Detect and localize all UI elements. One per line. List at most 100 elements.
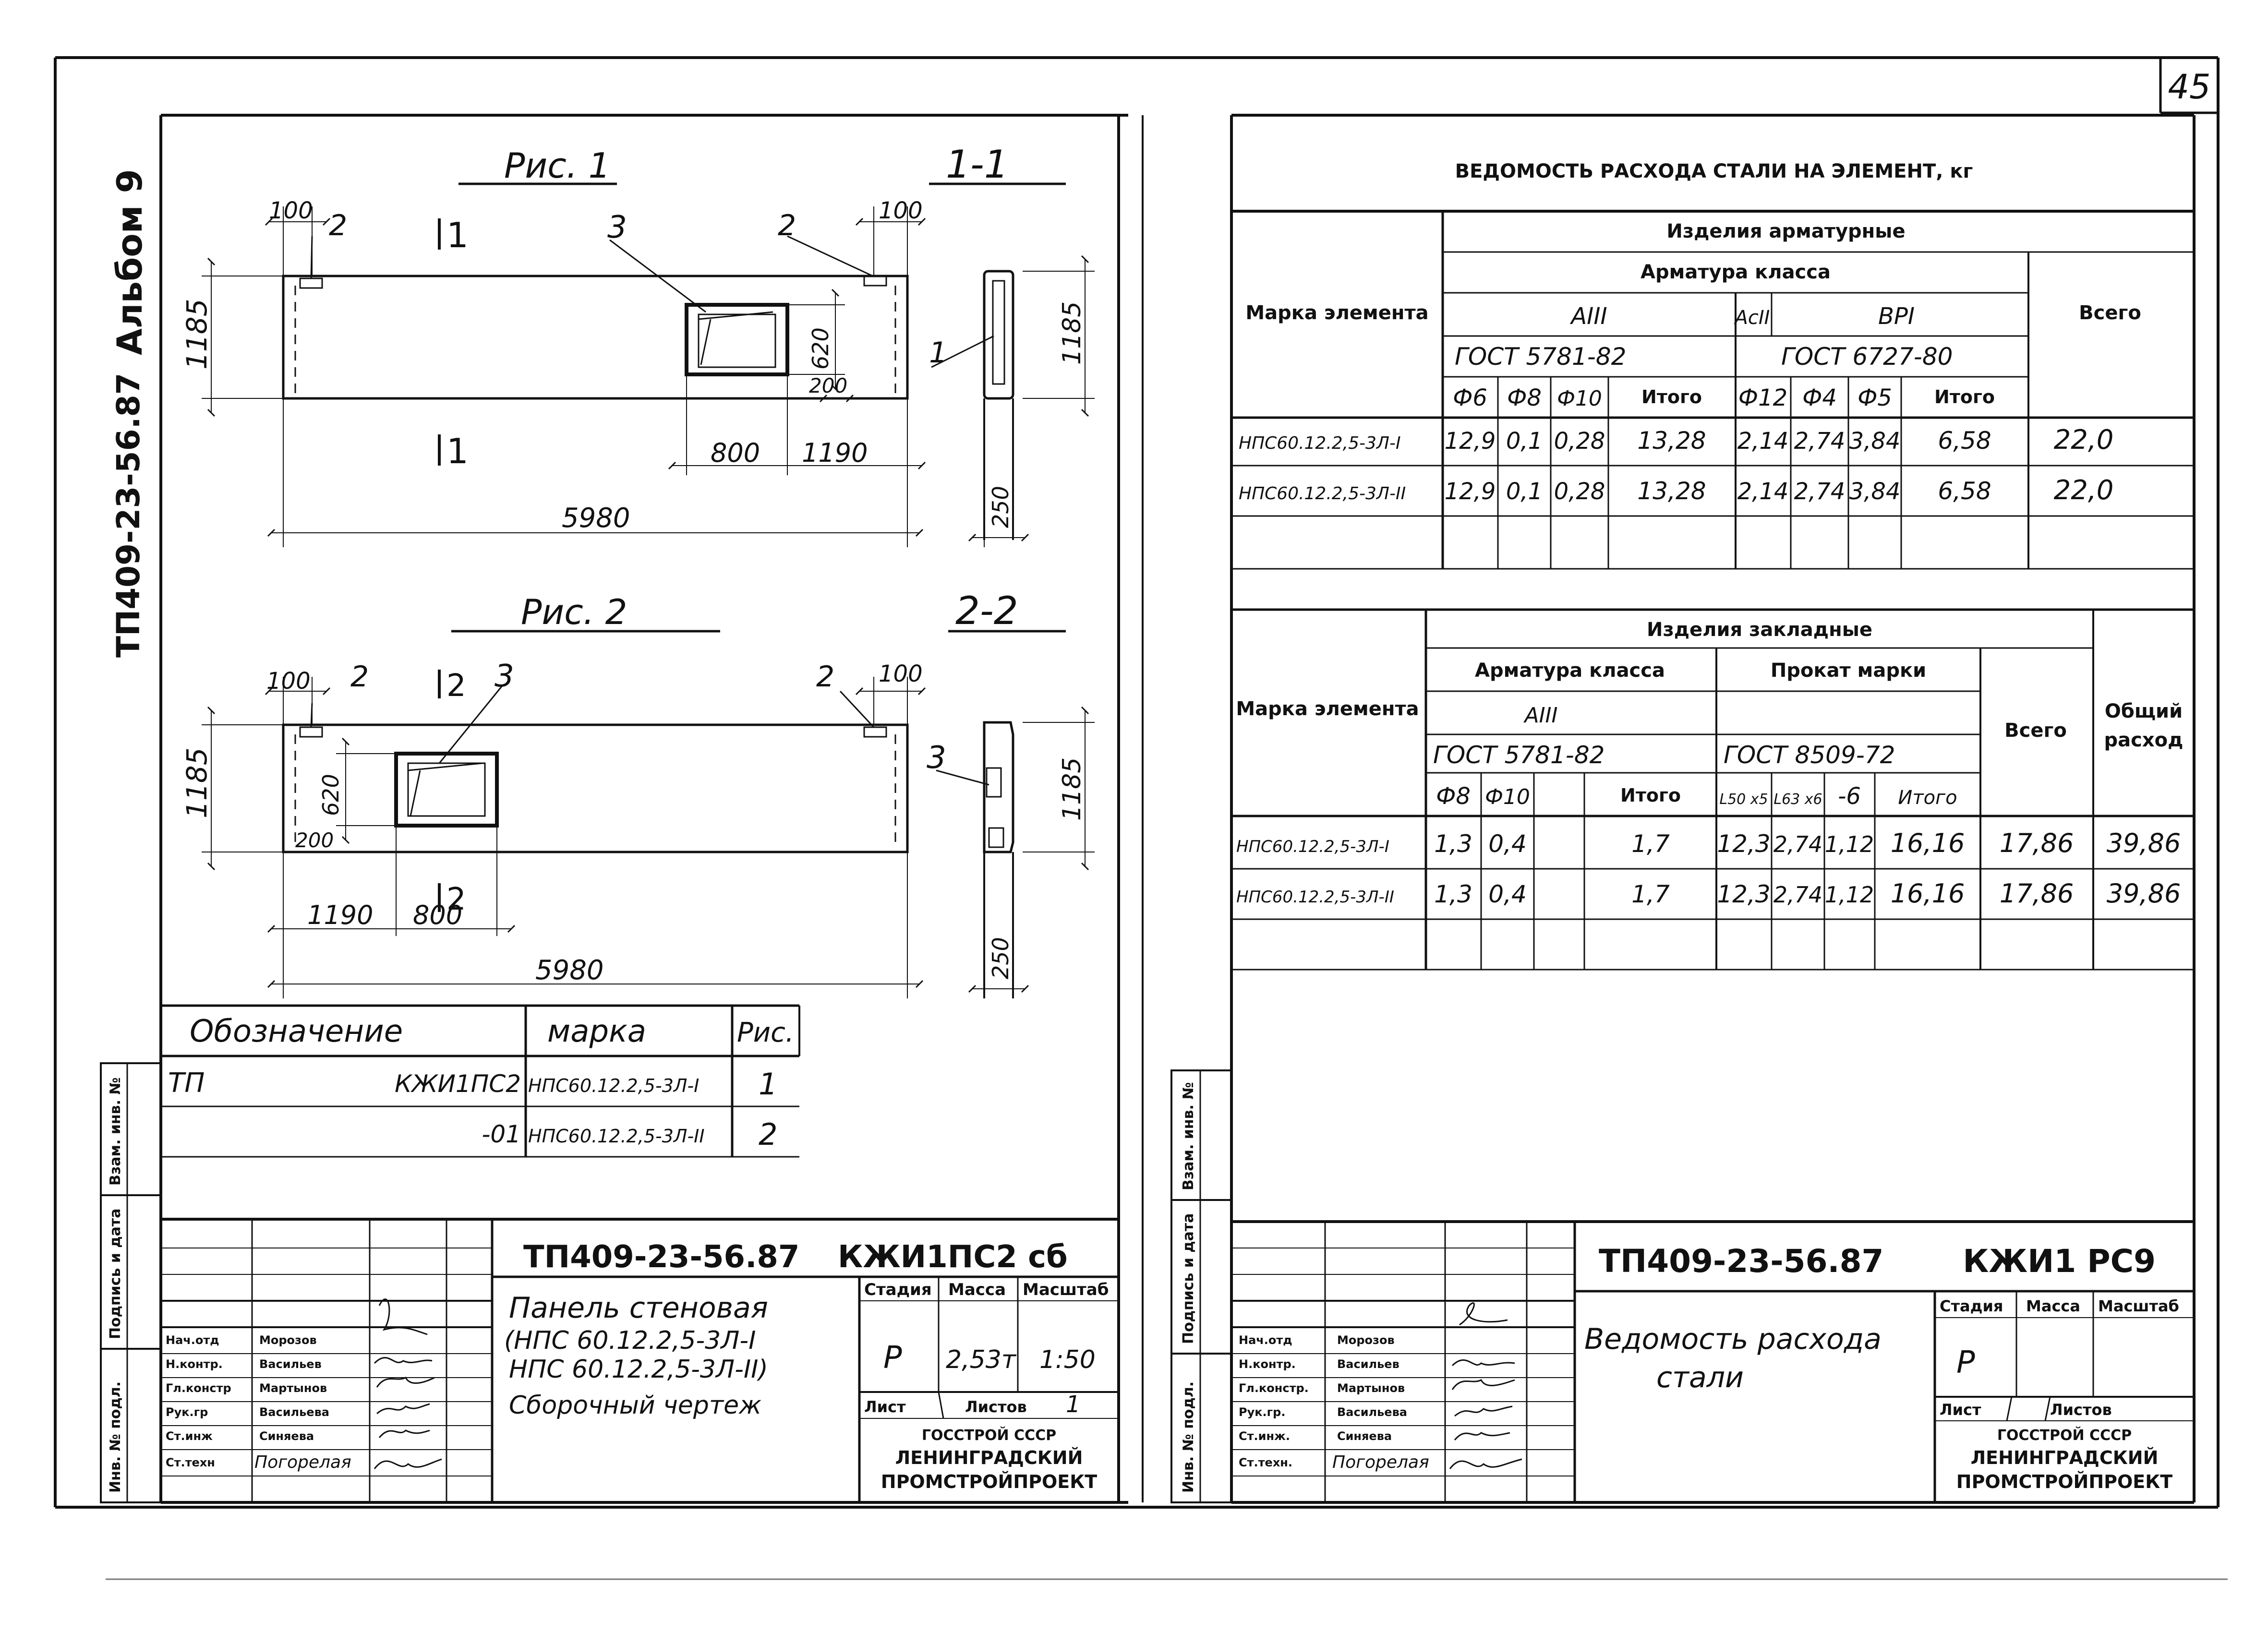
t1-row-2-v5: 2,14	[1737, 478, 1789, 505]
left-sheets-value: 1	[1066, 1391, 1081, 1418]
section-2-2-title: 2-2	[955, 588, 1018, 633]
right-role-2: Н.контр.	[1239, 1357, 1296, 1371]
right-title-text: ТП409-23-56.87 КЖИ1 РС9 Ведомость расход…	[1239, 1243, 2179, 1492]
left-sheet-label: Лист	[864, 1398, 906, 1416]
leader-3: 3	[607, 210, 627, 245]
right-code: ТП409-23-56.87	[1599, 1243, 1883, 1280]
leader-3-2: 3	[495, 659, 514, 694]
figure-1-title: Рис. 1	[504, 145, 610, 186]
dim-250-2: 250	[988, 937, 1013, 979]
t2-row-2-v7: 1,12	[1825, 882, 1874, 908]
t2-row-2-v2: 0,4	[1488, 880, 1527, 908]
t1-total-header: Всего	[2079, 302, 2141, 324]
section-mark-2-top: 2	[446, 668, 466, 704]
left-title-block	[161, 1218, 1119, 1502]
t1-mark: Марка элемента	[1245, 302, 1428, 324]
table-embedded-text: Изделия закладные Арматура класса Прокат…	[1236, 619, 2183, 909]
dim-620-2: 620	[318, 774, 344, 816]
t2-prokat: Прокат марки	[1771, 660, 1926, 682]
t1-row-1-v7: 3,84	[1849, 428, 1901, 455]
left-title-text: ТП409-23-56.87 КЖИ1ПС2 сб Панель стенова…	[166, 1239, 1109, 1492]
t2-row-2-overall: 39,86	[2107, 878, 2181, 909]
dim-100-right-2: 100	[879, 660, 923, 687]
dim-620: 620	[808, 327, 833, 370]
dim-100-right: 100	[879, 197, 923, 224]
t1-row-1-v6: 2,74	[1794, 428, 1846, 455]
left-name-r3: Мартынов	[259, 1381, 327, 1395]
dim-200: 200	[809, 374, 847, 397]
t1-col-6: Ф4	[1802, 384, 1837, 411]
t1-class: Арматура класса	[1641, 261, 1831, 283]
right-org-3: ПРОМСТРОЙПРОЕКТ	[1956, 1471, 2173, 1492]
left-code: ТП409-23-56.87	[523, 1239, 799, 1275]
figure-1	[202, 182, 1095, 547]
spec-header-fig: Рис.	[737, 1017, 794, 1048]
left-name-1: Панель стеновая	[509, 1291, 768, 1325]
spec-row-1-prefix: ТП	[168, 1068, 205, 1099]
right-role-6: Ст.техн.	[1239, 1456, 1292, 1469]
left-role-2: Н.контр.	[166, 1357, 223, 1371]
table-reinforcement-text: Изделия арматурные Арматура класса Марка…	[1239, 220, 2141, 506]
t1-row-2-v8: 6,58	[1938, 477, 1991, 505]
right-name-2: стали	[1656, 1361, 1744, 1394]
t2-col-6: L63 x6	[1773, 791, 1822, 808]
left-h-scale: Масштаб	[1023, 1280, 1109, 1299]
t2-col-7: -6	[1838, 783, 1861, 810]
dim-250: 250	[988, 486, 1013, 528]
dim-1185-section-2: 1185	[1058, 757, 1086, 821]
right-role-5: Ст.инж.	[1239, 1429, 1290, 1443]
t1-row-2-v2: 0,1	[1506, 478, 1543, 505]
t1-row-2-mark: НПС60.12.2,5-3Л-II	[1239, 484, 1406, 504]
left-doc: КЖИ1ПС2 сб	[838, 1239, 1068, 1275]
t1-row-2-v4: 13,28	[1637, 477, 1706, 505]
t2-row-1-mark: НПС60.12.2,5-3Л-I	[1236, 837, 1389, 856]
t1-row-2-total: 22,0	[2054, 475, 2114, 506]
t2-col-1: Ф8	[1436, 783, 1471, 810]
right-stamp-sign: Подпись и дата	[1180, 1213, 1197, 1344]
dim-5980: 5980	[562, 503, 630, 534]
spec-header-mark: марка	[547, 1014, 646, 1049]
left-stage: Р	[883, 1340, 902, 1376]
t2-row-2-mark: НПС60.12.2,5-3Л-II	[1236, 888, 1394, 907]
t2-row-1-total: 17,86	[2000, 828, 2074, 858]
left-name-r6: Погорелая	[254, 1452, 351, 1472]
t1-row-2-v3: 0,28	[1554, 478, 1605, 505]
left-name-r5: Синяева	[259, 1429, 314, 1443]
t2-total-header: Всего	[2004, 720, 2067, 742]
figure-1-labels: Рис. 1 1-1 1 1 100 100 1185 620 200 800 …	[181, 142, 1086, 534]
right-h-stage: Стадия	[1940, 1297, 2003, 1315]
left-stamp-inv: Инв. № подл.	[107, 1381, 124, 1493]
t1-col-3: Ф10	[1557, 386, 1602, 411]
left-mass: 2,53т	[946, 1345, 1017, 1374]
figure-2-title: Рис. 2	[521, 592, 627, 632]
left-name-r2: Васильев	[259, 1357, 322, 1371]
right-name-r5: Синяева	[1337, 1429, 1392, 1443]
right-role-1: Нач.отд	[1239, 1333, 1292, 1347]
right-stamp-replace: Взам. инв. №	[1180, 1082, 1197, 1190]
right-name-r1: Морозов	[1337, 1333, 1395, 1347]
t1-row-1-v5: 2,14	[1737, 428, 1789, 455]
t1-row-2-v7: 3,84	[1849, 478, 1901, 505]
table-embedded	[1231, 608, 2194, 971]
right-name-1: Ведомость расхода	[1584, 1322, 1882, 1356]
t2-row-1-v8: 16,16	[1891, 828, 1965, 858]
section-mark-1-top: 1	[446, 215, 469, 255]
spec-row-2-mark: НПС60.12.2,5-3Л-II	[528, 1126, 705, 1147]
left-role-5: Ст.инж	[166, 1429, 213, 1443]
right-doc: КЖИ1 РС9	[1963, 1243, 2156, 1280]
t2-a3: АIII	[1523, 703, 1557, 728]
t1-gost1: ГОСТ 5781-82	[1455, 343, 1626, 371]
left-role-1: Нач.отд	[166, 1333, 219, 1347]
t2-overall-1: Общий	[2105, 700, 2183, 722]
t1-col-5: Ф12	[1738, 384, 1787, 411]
left-signatures	[374, 1298, 442, 1469]
t2-row-1-overall: 39,86	[2107, 828, 2181, 858]
t1-col-8: Итого	[1934, 386, 1995, 408]
t1-gost2: ГОСТ 6727-80	[1781, 343, 1953, 371]
t2-row-2-v8: 16,16	[1891, 878, 1965, 909]
t2-row-2-total: 17,86	[2000, 878, 2074, 909]
left-side-stamps	[100, 1062, 162, 1503]
left-name-2: (НПС 60.12.2,5-3Л-I	[504, 1326, 756, 1355]
dim-100-left-2: 100	[266, 668, 311, 695]
right-role-4: Рук.гр.	[1239, 1405, 1285, 1419]
